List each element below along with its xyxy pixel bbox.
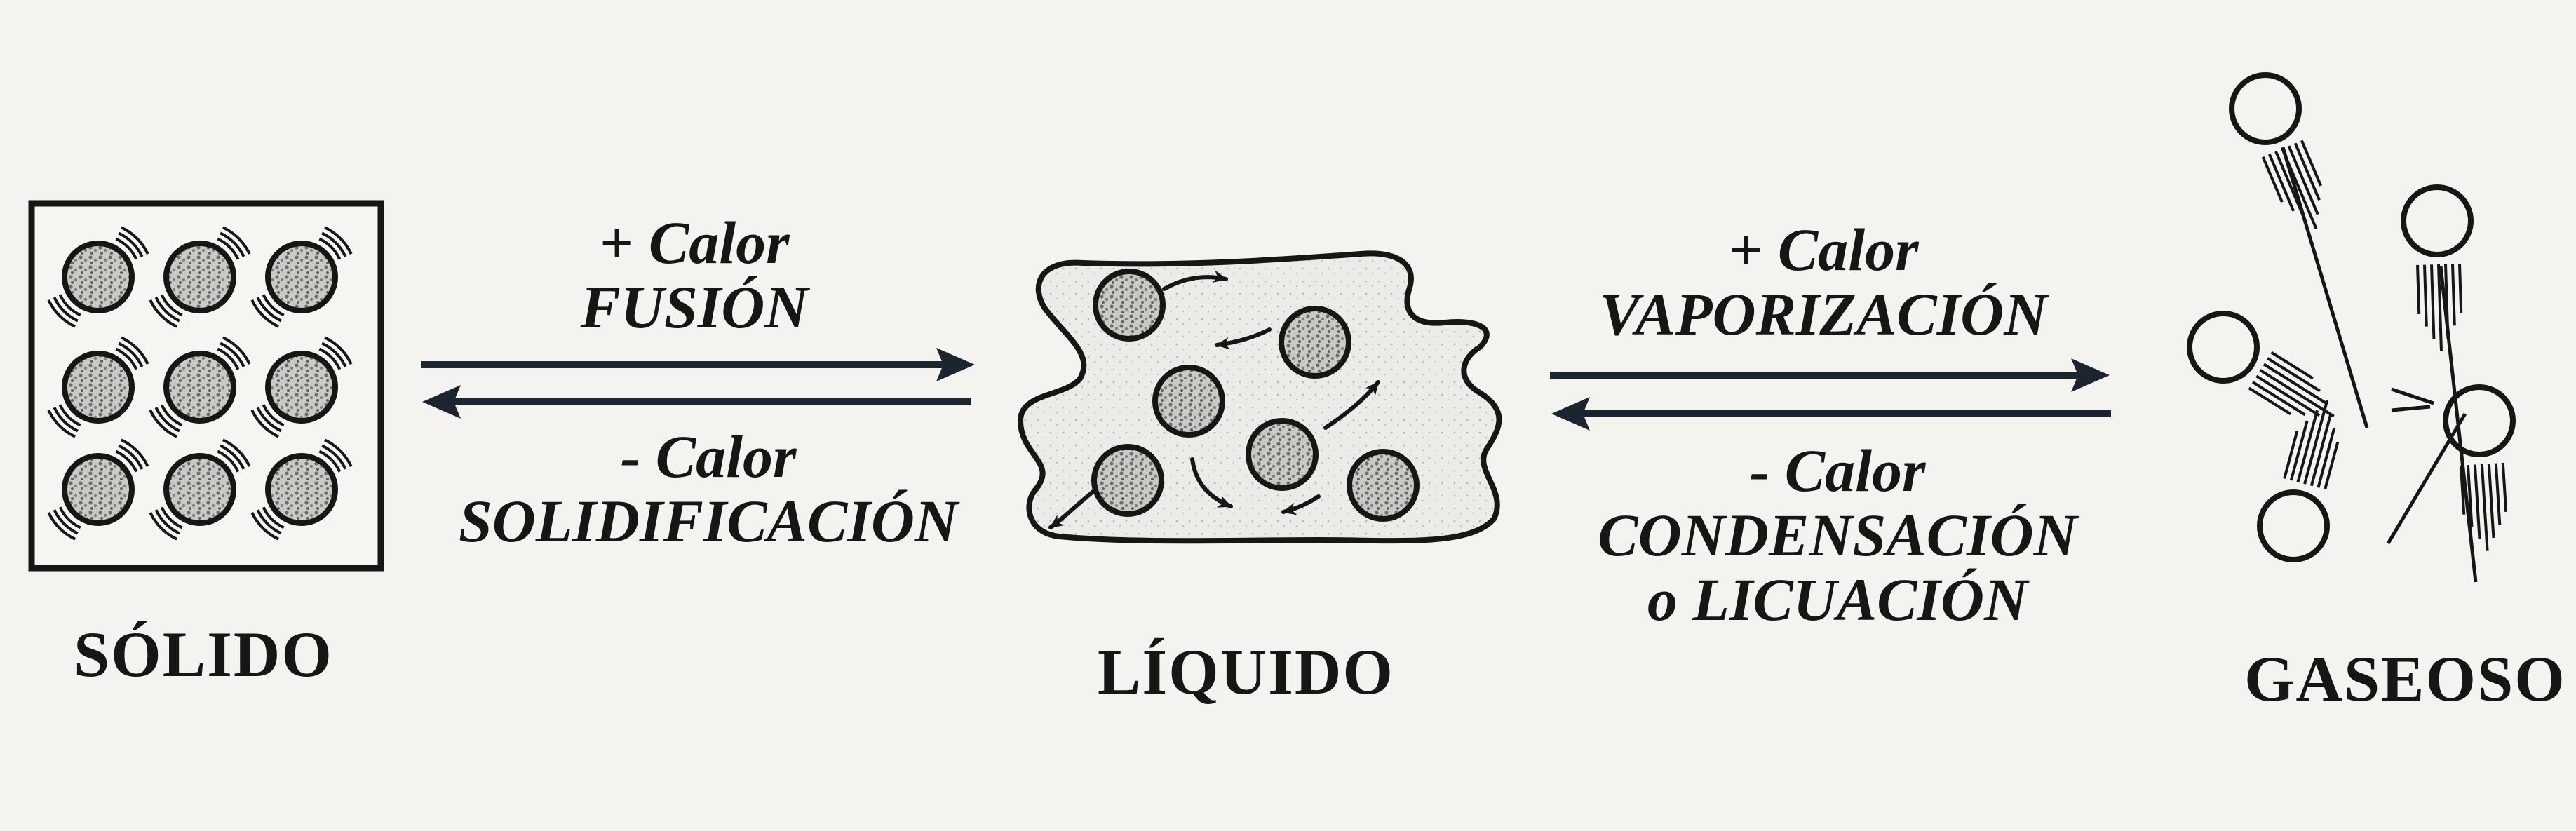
trajectory-line	[2281, 147, 2369, 428]
fusion-heat-text: + Calor	[599, 209, 790, 276]
solid-particle	[250, 438, 353, 541]
motion-arrow	[1323, 380, 1380, 430]
solid-particle	[250, 226, 353, 328]
solid-particle	[47, 226, 149, 328]
solid-particle	[149, 336, 251, 438]
fusion-name-text: FUSIÓN	[580, 273, 809, 341]
trajectory-line	[2386, 412, 2467, 545]
liquid-particle	[1347, 449, 1420, 522]
fusion-arrowhead	[936, 348, 975, 381]
gas-illustration	[2187, 72, 2516, 583]
solid-particle	[47, 438, 149, 541]
solidification-label: - Calor SOLIDIFICACIÓN	[428, 424, 989, 553]
motion-arrow	[1281, 494, 1321, 515]
liquid-motion-arrows	[1048, 270, 1380, 529]
condensation-arrowhead	[1551, 397, 1590, 431]
liquid-particle	[1093, 269, 1166, 342]
motion-arrow	[1162, 270, 1228, 291]
trajectory-line	[2391, 405, 2431, 412]
gas-label: GASEOSO	[2244, 643, 2566, 715]
liquid-particle	[1279, 306, 1351, 379]
vaporization-name-text: VAPORIZACIÓN	[1599, 281, 2048, 348]
gas-particle	[2401, 184, 2474, 351]
solid-particle	[149, 438, 251, 541]
solid-particle	[250, 336, 353, 438]
liquid-particle	[1152, 365, 1225, 438]
vaporization-heat-text: + Calor	[1728, 216, 1919, 283]
gas-particle	[2257, 399, 2340, 562]
vaporization-arrowhead	[2071, 358, 2110, 392]
condensation-heat-text: - Calor	[1749, 437, 1926, 504]
licuation-name-text: o LICUACIÓN	[1647, 566, 2028, 633]
fusion-label: + Calor FUSIÓN	[449, 210, 940, 339]
gas-particle	[2443, 384, 2516, 551]
solidification-arrowhead	[422, 385, 461, 419]
gas-particle	[2229, 72, 2323, 230]
trajectory-line	[2391, 387, 2434, 405]
solid-liquid-arrows	[421, 348, 975, 419]
liquid-particles	[1091, 269, 1420, 522]
solid-particle	[149, 226, 251, 328]
solidification-heat-text: - Calor	[620, 423, 797, 490]
motion-arrow	[1215, 327, 1272, 350]
solid-particles	[47, 226, 353, 541]
gas-particle	[2187, 311, 2335, 418]
vaporization-label: + Calor VAPORIZACIÓN	[1543, 217, 2104, 346]
liquid-label: LÍQUIDO	[1098, 636, 1394, 708]
solidification-name-text: SOLIDIFICACIÓN	[458, 487, 959, 555]
gas-particles	[2187, 72, 2516, 583]
liquid-blob	[1017, 250, 1502, 544]
motion-arrow	[1190, 457, 1233, 508]
solid-illustration	[28, 200, 384, 572]
solid-particle	[47, 336, 149, 438]
condensation-name-text: CONDENSACIÓN	[1598, 501, 2077, 569]
liquid-gas-arrows	[1550, 358, 2111, 431]
solid-label: SÓLIDO	[74, 619, 333, 690]
liquid-particle	[1246, 418, 1319, 491]
liquid-illustration	[1017, 250, 1502, 544]
motion-arrow	[1048, 489, 1096, 529]
condensation-label: - Calor CONDENSACIÓN o LICUACIÓN	[1543, 438, 2132, 632]
liquid-particle	[1091, 444, 1164, 517]
